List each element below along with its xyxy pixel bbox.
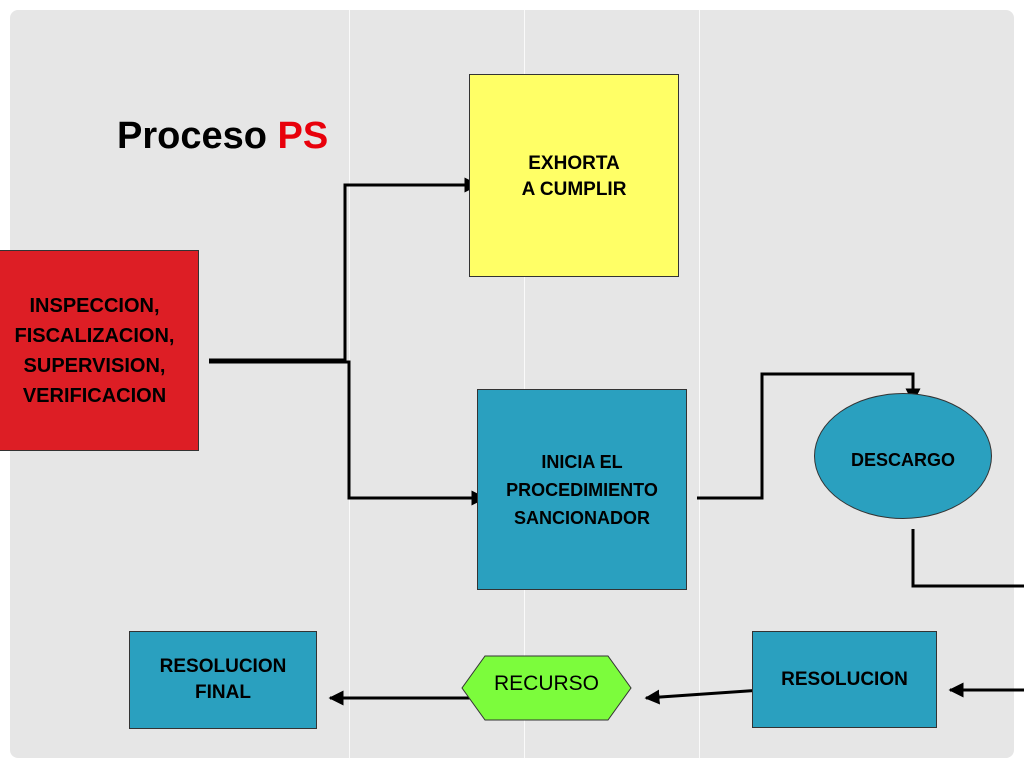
- recurso-label: RECURSO: [493, 672, 599, 695]
- exhorta-box: EXHORTA A CUMPLIR: [469, 74, 679, 277]
- page-title: Proceso PS: [117, 115, 329, 157]
- descargo-ellipse: DESCARGO: [814, 393, 992, 519]
- divider-line: [524, 10, 525, 758]
- arrow-to-inicia: [209, 360, 487, 506]
- inspeccion-box: INSPECCION, FISCALIZACION, SUPERVISION, …: [0, 250, 199, 451]
- divider-line: [699, 10, 700, 758]
- connector-descargo-out: [911, 529, 1024, 588]
- arrow-to-exhorta: [209, 177, 480, 362]
- resolucion-final-box: RESOLUCION FINAL: [129, 631, 317, 729]
- arrow-to-recurso: [644, 688, 763, 705]
- recurso-hexagon: [461, 655, 632, 721]
- resolucion-box: RESOLUCION: [752, 631, 937, 728]
- arrow-to-descargo: [697, 372, 921, 500]
- inicia-procedimiento-box: INICIA EL PROCEDIMIENTO SANCIONADOR: [477, 389, 687, 590]
